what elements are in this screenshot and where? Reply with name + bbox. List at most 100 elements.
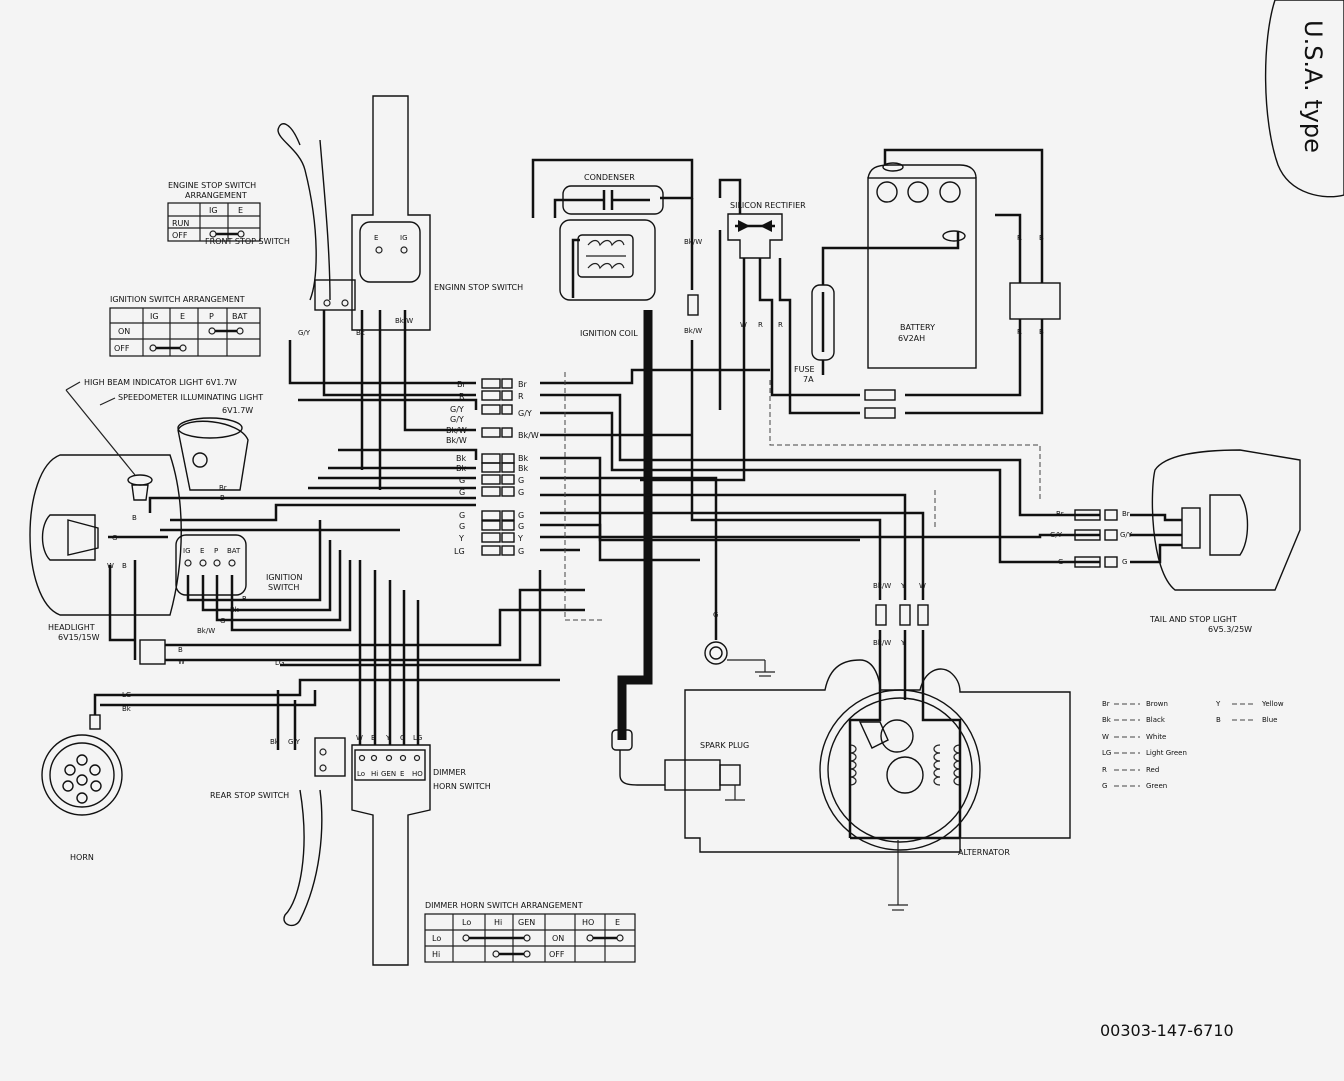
svg-text:R: R (1017, 234, 1022, 242)
svg-text:R: R (758, 321, 763, 329)
svg-text:Y: Y (385, 734, 391, 742)
color-legend: Br Brown Bk Black W White LG Light Green… (1102, 700, 1284, 790)
svg-text:CONDENSER: CONDENSER (584, 173, 635, 182)
svg-text:Bk: Bk (270, 738, 280, 746)
svg-text:TAIL AND STOP LIGHT: TAIL AND STOP LIGHT (1149, 615, 1237, 624)
svg-text:R: R (459, 392, 465, 401)
svg-text:Hi: Hi (371, 770, 378, 778)
svg-text:W: W (1102, 733, 1109, 741)
svg-text:G: G (1102, 782, 1107, 790)
svg-text:Lo: Lo (432, 934, 441, 943)
svg-text:E: E (615, 918, 620, 927)
svg-text:G: G (518, 476, 524, 485)
svg-text:LG: LG (275, 659, 284, 667)
svg-text:Br: Br (1122, 510, 1130, 518)
svg-text:G Y: G Y (288, 738, 301, 746)
svg-text:GEN: GEN (381, 770, 396, 778)
svg-text:DIMMER: DIMMER (433, 768, 466, 777)
svg-text:DIMMER HORN SWITCH ARRANGEMENT: DIMMER HORN SWITCH ARRANGEMENT (425, 901, 583, 910)
battery-connector (1009, 282, 1061, 320)
svg-text:ENGINE STOP SWITCH: ENGINE STOP SWITCH (168, 181, 256, 190)
svg-text:Lo: Lo (462, 918, 471, 927)
svg-text:HIGH BEAM INDICATOR LIGHT 6V1.: HIGH BEAM INDICATOR LIGHT 6V1.7W (84, 378, 237, 387)
svg-text:6V1.7W: 6V1.7W (222, 406, 253, 415)
svg-text:P: P (209, 312, 214, 321)
wire-harness (93, 148, 1182, 840)
svg-text:Y: Y (458, 534, 464, 543)
svg-text:SPARK PLUG: SPARK PLUG (700, 741, 749, 750)
svg-text:Y: Y (1215, 700, 1221, 708)
svg-text:G: G (1058, 558, 1063, 566)
svg-text:IG: IG (400, 234, 408, 242)
svg-text:W: W (356, 734, 363, 742)
part-number: 00303-147-6710 (1100, 1021, 1234, 1040)
svg-text:IGNITION SWITCH ARRANGEMENT: IGNITION SWITCH ARRANGEMENT (110, 295, 245, 304)
headlight: HEADLIGHT 6V15/15W (29, 454, 182, 642)
svg-text:Yellow: Yellow (1261, 700, 1284, 708)
svg-text:ON: ON (118, 327, 130, 336)
svg-text:LG: LG (122, 691, 131, 699)
svg-text:BAT: BAT (232, 312, 247, 321)
svg-text:HEADLIGHT: HEADLIGHT (48, 623, 95, 632)
svg-text:Brown: Brown (1146, 700, 1168, 708)
svg-text:Br: Br (219, 484, 227, 492)
svg-text:Bk: Bk (456, 454, 466, 463)
silicon-rectifier: SILICON RECTIFIER (727, 201, 806, 259)
svg-text:GEN: GEN (518, 918, 535, 927)
svg-text:G/Y: G/Y (450, 415, 464, 424)
svg-text:IGNITION: IGNITION (266, 573, 302, 582)
svg-text:Green: Green (1146, 782, 1167, 790)
svg-text:Bk/W: Bk/W (684, 238, 702, 246)
svg-text:Y: Y (900, 582, 906, 590)
svg-text:B: B (122, 562, 127, 570)
svg-text:G: G (713, 611, 718, 619)
svg-text:G: G (1122, 558, 1127, 566)
svg-text:W: W (178, 658, 185, 666)
svg-text:White: White (1146, 733, 1166, 741)
svg-text:Blue: Blue (1262, 716, 1278, 724)
spark-ground (704, 641, 775, 677)
connector-labels: Br R G/Y G/Y Bk/W Bk/W Bk Bk G G G G Y L… (446, 380, 539, 556)
svg-text:R: R (1017, 328, 1022, 336)
svg-text:REAR STOP SWITCH: REAR STOP SWITCH (210, 791, 289, 800)
svg-text:Black: Black (1146, 716, 1166, 724)
svg-text:BAT: BAT (227, 547, 241, 555)
battery: BATTERY 6V2AH (867, 162, 977, 369)
svg-text:G/Y: G/Y (298, 329, 311, 337)
svg-text:Light Green: Light Green (1146, 749, 1187, 757)
svg-text:B: B (1039, 328, 1044, 336)
svg-text:B: B (132, 514, 137, 522)
svg-text:W: W (740, 321, 747, 329)
svg-text:ALTERNATOR: ALTERNATOR (958, 848, 1010, 857)
svg-text:W: W (919, 582, 926, 590)
svg-text:HO: HO (582, 918, 594, 927)
svg-text:Y: Y (900, 639, 906, 647)
svg-text:Bk/W: Bk/W (518, 431, 539, 440)
svg-text:Hi: Hi (494, 918, 502, 927)
svg-text:G/Y: G/Y (1120, 531, 1133, 539)
svg-text:G/Y: G/Y (518, 409, 532, 418)
svg-text:G: G (459, 476, 465, 485)
svg-text:B: B (1039, 234, 1044, 242)
rear-stop-switch: REAR STOP SWITCH (210, 737, 346, 800)
svg-text:Bk/W: Bk/W (197, 627, 215, 635)
svg-text:Bk: Bk (356, 329, 366, 337)
svg-text:B: B (371, 734, 376, 742)
svg-text:HO: HO (412, 770, 423, 778)
svg-text:G/Y: G/Y (450, 405, 464, 414)
svg-text:OFF: OFF (114, 344, 130, 353)
type-badge (1264, 0, 1344, 198)
svg-text:BATTERY: BATTERY (900, 323, 935, 332)
handlebar (277, 95, 431, 966)
svg-text:6V15/15W: 6V15/15W (58, 633, 100, 642)
type-note: U.S.A. type (1299, 20, 1327, 153)
svg-text:B: B (178, 646, 183, 654)
svg-text:G: G (518, 488, 524, 497)
svg-text:Bk: Bk (122, 705, 132, 713)
alternator: ALTERNATOR (684, 659, 1071, 911)
svg-text:LG: LG (454, 547, 465, 556)
svg-text:Br: Br (518, 380, 527, 389)
svg-text:G: G (518, 547, 524, 556)
